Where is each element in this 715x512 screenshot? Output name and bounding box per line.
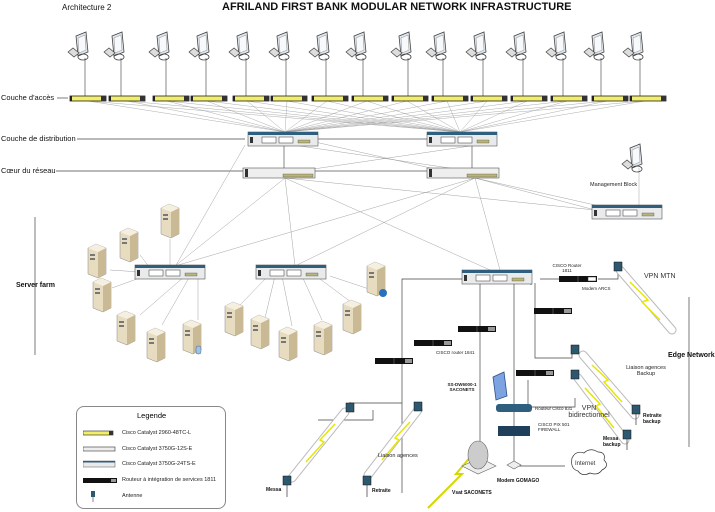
routeur-cisco-label: Routeur Cisco 831 — [535, 406, 573, 411]
management-workstation — [621, 143, 643, 173]
cisco-pix-firewall-label: CISCO PIX 501 FIREWALL — [538, 422, 570, 432]
layer-label-distribution: Couche de distribution — [1, 134, 76, 143]
core-switch-icon — [83, 446, 116, 452]
liaison-agences-label: Liaison agences — [378, 453, 418, 459]
antenna-icon — [91, 491, 95, 502]
router-icon — [83, 478, 117, 483]
wireless-links — [287, 265, 677, 509]
messa-backup-label: Messa backup — [603, 436, 621, 448]
internet-cloud-icon — [571, 449, 607, 475]
cisco-831-router — [496, 404, 532, 412]
distribution-switch-1 — [247, 131, 319, 147]
modem-arcs-label: Modem ARCS — [582, 286, 611, 291]
database-icon — [195, 345, 202, 355]
cisco-router-1841-label: CISCO router 1841 — [436, 350, 475, 355]
liaison-agences-backup-label: Liaison agences Backup — [626, 365, 666, 377]
router-4 — [515, 369, 555, 377]
retraite-label: Retraite — [372, 488, 391, 494]
messa-label: Messa — [266, 487, 282, 493]
ss-dw-vsat-modem — [492, 371, 508, 401]
legend: Legende Cisco Catalyst 2960-48TC-L Cisco… — [76, 406, 226, 509]
cisco-router-1841 — [374, 357, 414, 365]
pc-uplinks — [84, 58, 641, 96]
vpn-bidirectionnel-label: VPN bidirectionnel — [568, 405, 610, 419]
edge-switch — [461, 269, 533, 285]
layer-leaders — [34, 97, 690, 447]
diagram-title: AFRILAND FIRST BANK MODULAR NETWORK INFR… — [222, 1, 572, 13]
modem-gomago-label: Modem GOMAGO — [497, 478, 540, 484]
internet-label: Internet — [575, 461, 596, 467]
legend-icons — [83, 430, 117, 502]
vsat-saconets-label: Vsat SACONETS — [452, 490, 492, 496]
legend-item-label: Routeur à intégration de services 1811 — [122, 477, 217, 483]
router-2 — [457, 325, 497, 333]
router-3 — [413, 339, 453, 347]
server-switch-2 — [255, 264, 327, 280]
modem-gomago — [506, 460, 522, 470]
retraite-backup-label: Retraite backup — [643, 413, 662, 425]
access-switch-icon — [83, 430, 114, 436]
modem-arcs — [587, 276, 597, 282]
legend-item-label: Cisco Catalyst 3750G-12S-E — [122, 446, 193, 452]
distribution-switch-2 — [426, 131, 498, 147]
legend-item-label: Antenne — [122, 493, 143, 499]
web-globe-icon — [379, 289, 387, 297]
access-distribution-links — [87, 100, 646, 133]
router-1 — [533, 307, 573, 315]
diagram-subtitle: Architecture 2 — [62, 3, 112, 12]
server-links — [109, 239, 373, 327]
server-switch-1 — [134, 264, 206, 280]
core-switch-1 — [242, 167, 316, 179]
access-switches — [69, 95, 667, 102]
legend-item-label: Cisco Catalyst 2960-48TC-L — [122, 430, 192, 436]
layer-label-server-farm: Server farm — [16, 282, 55, 289]
layer-label-edge-network: Edge Network — [668, 352, 715, 359]
core-switch-2 — [426, 167, 500, 179]
core-links — [174, 141, 640, 271]
ss-dw-saconets-label: SS-DW6000-1 SACONETS — [447, 382, 477, 392]
legend-title: Legende — [137, 411, 167, 420]
antenna-masts — [286, 414, 637, 497]
servers — [87, 203, 386, 363]
legend-item-label: Cisco Catalyst 3750G-24TS-E — [122, 461, 196, 467]
cisco-pix-firewall — [498, 426, 530, 436]
distribution-switch-icon — [83, 460, 116, 468]
management-block-label: Management Block — [590, 182, 638, 188]
cisco-router-1811-label: CISCO Router 1811 — [552, 263, 582, 273]
layer-label-access: Couche d'accès — [1, 93, 55, 102]
vpn-mtn-label: VPN MTN — [644, 273, 676, 280]
workstations — [67, 31, 644, 61]
management-switch — [591, 204, 663, 220]
vsat-dish — [461, 440, 497, 475]
layer-label-core: Cœur du réseau — [1, 166, 56, 175]
